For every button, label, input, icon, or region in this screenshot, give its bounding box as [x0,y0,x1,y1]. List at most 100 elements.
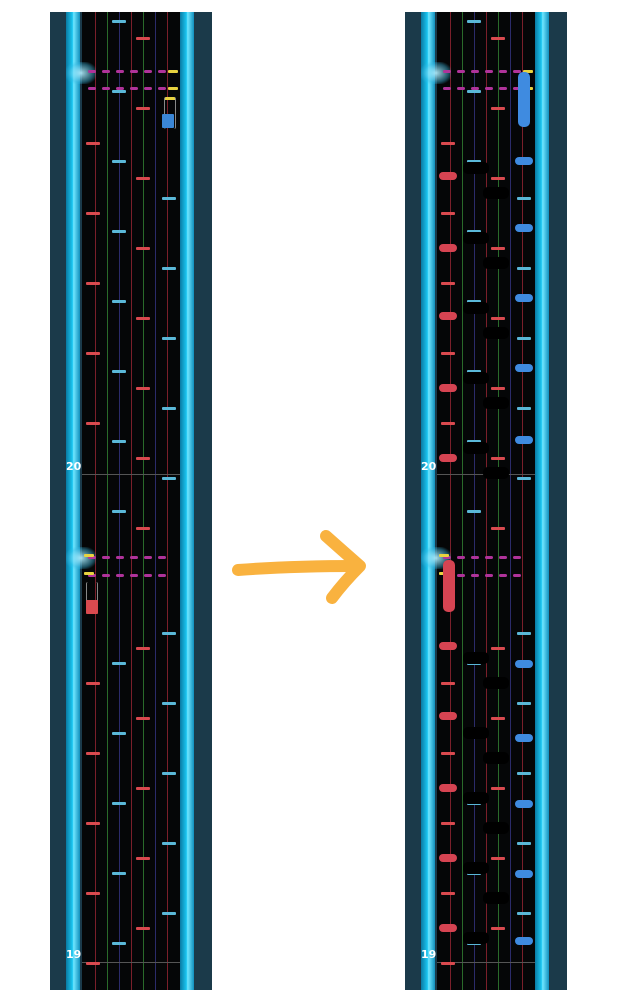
note-cyan [517,632,531,635]
paint-red-mark [439,784,457,792]
note-cyan [162,842,176,845]
note-cyan [162,267,176,270]
note-cyan [467,510,481,513]
note-cyan [517,772,531,775]
note-purple [443,87,451,90]
note-cyan [517,477,531,480]
note-purple [102,574,110,577]
lane-divider [486,12,487,990]
note-purple [88,556,96,559]
note-purple [485,574,493,577]
note-cyan [112,872,126,875]
note-cyan [112,942,126,945]
note-cyan [112,20,126,23]
note-purple [158,70,166,73]
measure-number: 20 [421,460,437,473]
note-red [441,212,455,215]
note-purple [513,556,521,559]
note-cyan [467,160,481,163]
lane-divider [119,12,120,990]
note-purple [116,87,124,90]
note-cyan [112,90,126,93]
paint-blue-mark [515,870,533,878]
note-red [491,857,505,860]
note-cyan [112,160,126,163]
note-red [136,787,150,790]
note-cyan [112,510,126,513]
note-purple [102,70,110,73]
note-cyan [162,772,176,775]
note-purple [158,87,166,90]
note-purple [144,87,152,90]
note-purple [513,70,521,73]
paint-blue-hold [518,72,530,127]
note-cyan [517,702,531,705]
note-cyan [112,802,126,805]
note-cyan [467,230,481,233]
paint-blue-mark [515,800,533,808]
lane-divider [167,12,168,990]
paint-blue-mark [515,364,533,372]
measure-line [437,962,535,963]
note-red [491,317,505,320]
measure-line [82,474,180,475]
note-red [491,247,505,250]
note-purple [499,87,507,90]
note-red [86,962,100,965]
paint-black-mark [483,752,509,764]
paint-black-mark [463,162,489,174]
note-cyan [112,440,126,443]
note-yellow [168,87,178,90]
paint-black-mark [483,327,509,339]
note-purple [499,556,507,559]
note-red [491,457,505,460]
paint-red-mark [439,384,457,392]
note-cyan [467,370,481,373]
paint-red-mark [439,172,457,180]
note-cyan [112,230,126,233]
note-red [86,142,100,145]
paint-red-mark [439,244,457,252]
note-red [441,352,455,355]
measure-number: 20 [66,460,82,473]
hit-glow [421,62,451,84]
right-rail [535,12,549,990]
note-cyan [467,440,481,443]
measure-number: 19 [421,948,437,961]
note-red [491,717,505,720]
lane-divider [107,12,108,990]
note-purple [116,574,124,577]
paint-black-mark [483,467,509,479]
paint-black-mark [463,232,489,244]
note-cyan [162,477,176,480]
hit-glow [66,62,96,84]
paint-red-mark [439,312,457,320]
lane-divider [95,12,96,990]
left-rail [421,12,435,990]
note-cyan [517,842,531,845]
lane-divider [131,12,132,990]
note-purple [102,87,110,90]
note-yellow [84,554,94,557]
paint-black-mark [463,442,489,454]
note-red [441,822,455,825]
note-red [136,647,150,650]
note-purple [457,87,465,90]
note-cyan [162,912,176,915]
note-red [136,857,150,860]
note-red [441,422,455,425]
note-cyan [112,370,126,373]
note-red [491,387,505,390]
paint-red-hold [443,560,455,612]
note-cyan [517,197,531,200]
note-red [136,457,150,460]
note-red [491,927,505,930]
note-red [491,787,505,790]
note-purple [130,87,138,90]
note-red [136,37,150,40]
note-red [441,142,455,145]
note-red [86,752,100,755]
paint-black-mark [483,187,509,199]
lane-divider [510,12,511,990]
note-red [491,107,505,110]
